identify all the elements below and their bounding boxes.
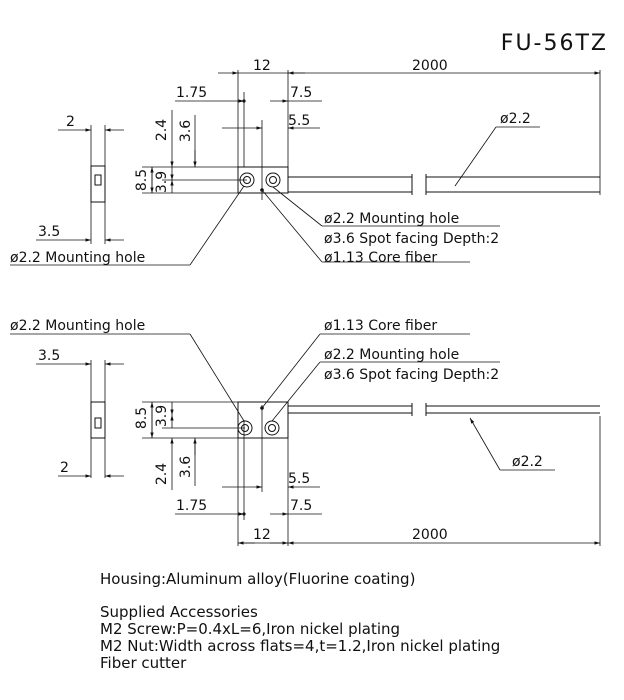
bottom-side-slot-label: 3.5: [38, 348, 60, 364]
bottom-mounting-hole-left-callout: ø2.2 Mounting hole: [10, 318, 145, 334]
bottom-dim-3-9-label: 3.9: [154, 405, 170, 427]
top-dim-8-5-label: 8.5: [134, 169, 150, 191]
top-mounting-hole-left-callout: ø2.2 Mounting hole: [10, 250, 145, 266]
bottom-dim-8-5-label: 8.5: [134, 407, 150, 429]
bottom-fiber-dia-callout: ø2.2: [512, 454, 543, 470]
top-side-slot: [94, 174, 102, 186]
top-dim-3-9-label: 3.9: [154, 171, 170, 193]
bottom-view: 3.5 2 8.5: [10, 318, 601, 546]
nut-note: M2 Nut:Width across flats=4,t=1.2,Iron n…: [100, 637, 500, 655]
bottom-dim-fiber-offset-label: 7.5: [290, 498, 312, 514]
bottom-dim-hole-offset-label: 1.75: [176, 498, 207, 514]
bottom-dim-fiber-step-label: 5.5: [288, 471, 310, 487]
bottom-spot-facing-callout: ø3.6 Spot facing Depth:2: [324, 367, 499, 383]
bottom-dim-length-label: 2000: [412, 527, 448, 543]
bottom-dim-width-label: 12: [253, 527, 271, 543]
top-dim-2-4-label: 2.4: [154, 119, 170, 141]
bottom-side-slot: [94, 417, 102, 429]
bottom-dim-2-4-label: 2.4: [154, 463, 170, 485]
accessories-title: Supplied Accessories: [100, 603, 258, 621]
top-dim-fiber-step-label: 5.5: [288, 113, 310, 129]
housing-note: Housing:Aluminum alloy(Fluorine coating): [100, 570, 415, 588]
top-side-slot-label: 3.5: [38, 224, 60, 240]
screw-note: M2 Screw:P=0.4xL=6,Iron nickel plating: [100, 620, 400, 638]
top-mounting-hole-right-callout: ø2.2 Mounting hole: [324, 211, 459, 227]
top-dim-width-label: 12: [253, 58, 271, 74]
top-view: 2 3.5 12 2000: [10, 58, 601, 266]
top-dim-3-6-label: 3.6: [178, 120, 194, 142]
top-side-thickness-label: 2: [66, 114, 75, 130]
top-dim-fiber-offset-label: 7.5: [290, 85, 312, 101]
top-dim-hole-offset-label: 1.75: [176, 85, 207, 101]
model-title: FU-56TZ: [501, 31, 608, 56]
bottom-core-fiber-callout: ø1.13 Core fiber: [324, 318, 437, 334]
top-core-fiber-callout: ø1.13 Core fiber: [324, 250, 437, 266]
bottom-dim-3-6-label: 3.6: [178, 456, 194, 478]
top-dim-length-label: 2000: [412, 58, 448, 74]
bottom-mounting-hole-right-callout: ø2.2 Mounting hole: [324, 347, 459, 363]
top-fiber-dia-callout: ø2.2: [500, 111, 531, 127]
top-spot-facing-callout: ø3.6 Spot facing Depth:2: [324, 231, 499, 247]
cutter-note: Fiber cutter: [100, 654, 187, 672]
bottom-side-thickness-label: 2: [60, 460, 69, 476]
notes: Housing:Aluminum alloy(Fluorine coating)…: [100, 570, 500, 672]
